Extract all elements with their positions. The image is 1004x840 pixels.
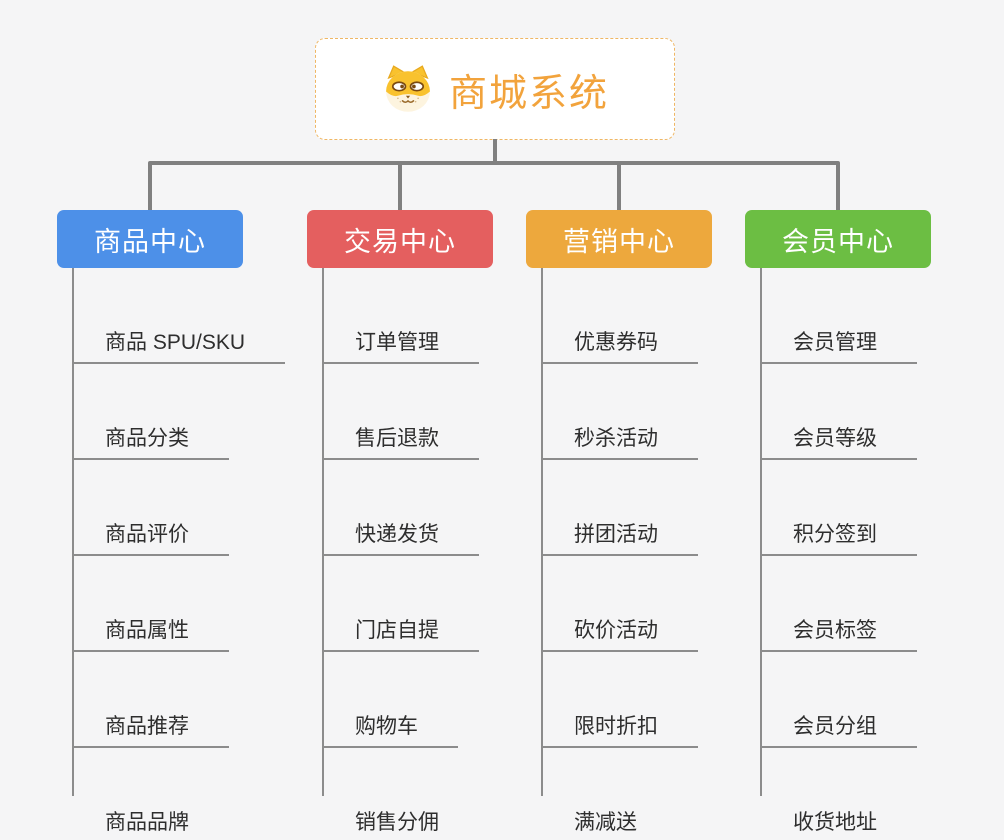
leaf-item[interactable]: 秒杀活动 (541, 364, 698, 460)
leaf-item[interactable]: 满减送 (541, 748, 677, 840)
leaf-item[interactable]: 优惠券码 (541, 268, 698, 364)
branch-line-product (72, 268, 74, 796)
branch-line-member (760, 268, 762, 796)
leaf-item[interactable]: 会员标签 (760, 556, 917, 652)
leaf-item[interactable]: 售后退款 (322, 364, 479, 460)
leaf-item[interactable]: 商品 SPU/SKU (72, 268, 286, 364)
branch-line-trade (322, 268, 324, 796)
connector-drop-member (836, 163, 840, 212)
leaf-item[interactable]: 砍价活动 (541, 556, 698, 652)
branch-node-product[interactable]: 商品中心 (57, 210, 243, 268)
branch-node-trade[interactable]: 交易中心 (307, 210, 493, 268)
leaf-item[interactable]: 商品分类 (72, 364, 229, 460)
leaf-item[interactable]: 拼团活动 (541, 460, 698, 556)
leaf-item[interactable]: 会员等级 (760, 364, 917, 460)
leaf-item[interactable]: 商品属性 (72, 556, 229, 652)
leaf-item[interactable]: 会员管理 (760, 268, 917, 364)
shiba-dog-icon (386, 65, 430, 112)
connector-bus (148, 161, 840, 165)
leaf-item[interactable]: 门店自提 (322, 556, 479, 652)
leaf-item[interactable]: 会员分组 (760, 652, 917, 748)
connector-drop-marketing (617, 163, 621, 212)
root-connector-stub (493, 139, 497, 163)
leaf-item[interactable]: 商品评价 (72, 460, 229, 556)
leaf-item[interactable]: 限时折扣 (541, 652, 698, 748)
root-node[interactable]: 商城系统 (315, 38, 675, 140)
branch-line-marketing (541, 268, 543, 796)
branch-node-marketing[interactable]: 营销中心 (526, 210, 712, 268)
branch-column-member: 会员中心 会员管理 会员等级 积分签到 会员标签 会员分组 收货地址 (745, 210, 1004, 840)
leaf-item[interactable]: 购物车 (322, 652, 458, 748)
leaf-item[interactable]: 订单管理 (322, 268, 479, 364)
leaf-item[interactable]: 销售分佣 (322, 748, 479, 840)
connector-drop-product (148, 163, 152, 212)
root-title: 商城系统 (448, 72, 609, 115)
branch-column-product: 商品中心 商品 SPU/SKU 商品分类 商品评价 商品属性 商品推荐 商品品牌 (57, 210, 327, 840)
branch-column-marketing: 营销中心 优惠券码 秒杀活动 拼团活动 砍价活动 限时折扣 满减送 (526, 210, 796, 840)
branch-node-member[interactable]: 会员中心 (745, 210, 931, 268)
connector-drop-trade (398, 163, 402, 212)
leaf-item[interactable]: 商品推荐 (72, 652, 229, 748)
leaf-item[interactable]: 积分签到 (760, 460, 917, 556)
branch-column-trade: 交易中心 订单管理 售后退款 快递发货 门店自提 购物车 销售分佣 (307, 210, 577, 840)
leaf-item[interactable]: 快递发货 (322, 460, 479, 556)
leaf-item[interactable]: 商品品牌 (72, 748, 229, 840)
leaf-item[interactable]: 收货地址 (760, 748, 917, 840)
